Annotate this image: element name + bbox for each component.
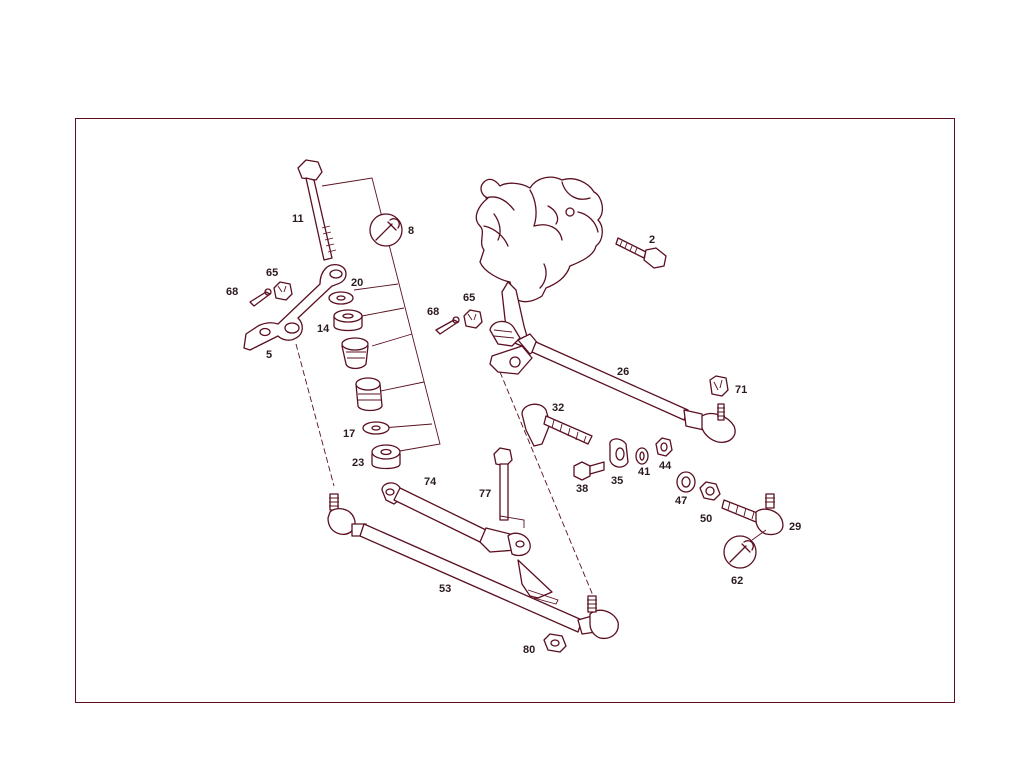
callout-68-right: 68 (427, 306, 439, 318)
callout-32: 32 (552, 402, 564, 414)
callout-71: 71 (735, 384, 747, 396)
nut-part-50 (699, 481, 721, 501)
callout-29: 29 (789, 521, 801, 533)
callout-80: 80 (523, 644, 535, 656)
callout-50: 50 (700, 513, 712, 525)
nut-part-44 (655, 437, 673, 457)
assembly-line-idler (295, 343, 335, 487)
castle-nut-part-65-left (273, 281, 293, 301)
callout-41: 41 (638, 466, 650, 478)
callout-8: 8 (408, 225, 414, 237)
lock-washer-part-41 (635, 447, 649, 465)
callout-20: 20 (351, 277, 363, 289)
drag-link-part-26 (489, 320, 736, 443)
bolt-part-38 (573, 461, 605, 481)
damper-bracket (517, 559, 559, 605)
washer-part-20 (328, 291, 354, 305)
idler-arm-part-5 (243, 263, 347, 351)
callout-77: 77 (479, 488, 491, 500)
washer-part-17 (362, 421, 390, 435)
callout-62: 62 (731, 575, 743, 587)
cotter-pin-part-68-right (435, 316, 460, 335)
bushing-sleeve-upper (341, 337, 369, 370)
castle-nut-part-65-right (463, 309, 483, 329)
callout-14: 14 (317, 323, 330, 335)
assembly-line-pitman (499, 371, 595, 599)
diagram-frame (75, 118, 955, 703)
callout-35: 35 (611, 475, 623, 487)
callout-47: 47 (675, 495, 687, 507)
callout-17: 17 (343, 428, 355, 440)
callout-5: 5 (266, 349, 272, 361)
callout-2: 2 (649, 234, 655, 246)
clamp-part-35 (609, 438, 629, 468)
tie-rod-end-part-29 (721, 493, 784, 536)
wrench-icon (369, 213, 403, 247)
tie-rod-part-53 (327, 493, 619, 640)
cotter-pin-part-68-left (249, 288, 272, 307)
nut-part-71 (709, 375, 729, 397)
callout-68-left: 68 (226, 286, 238, 298)
bushing-part-14 (333, 309, 363, 332)
callout-26: 26 (617, 366, 629, 378)
bushing-part-47 (676, 471, 696, 493)
nut-part-23 (371, 444, 401, 470)
assembly-line-62 (751, 529, 767, 541)
callout-65-right: 65 (463, 292, 475, 304)
callout-labels: 2 5 8 11 14 17 20 23 26 29 32 35 38 41 4… (226, 213, 801, 656)
callout-38: 38 (576, 483, 588, 495)
callout-53: 53 (439, 583, 451, 595)
bolt-part-11 (297, 159, 337, 261)
bolt-part-77 (493, 447, 525, 528)
bolt-part-2 (615, 237, 667, 269)
nut-part-80 (543, 633, 567, 653)
callout-11: 11 (292, 213, 304, 225)
bushing-sleeve-lower (355, 377, 383, 412)
steering-damper-part-74 (381, 482, 531, 557)
callout-44: 44 (659, 460, 672, 472)
group-bracket-part-8 (321, 177, 441, 453)
callout-65-left: 65 (266, 267, 278, 279)
callout-23: 23 (352, 457, 364, 469)
callout-74: 74 (424, 476, 437, 488)
tie-rod-end-part-32 (521, 403, 593, 447)
wrench-icon (723, 535, 757, 569)
